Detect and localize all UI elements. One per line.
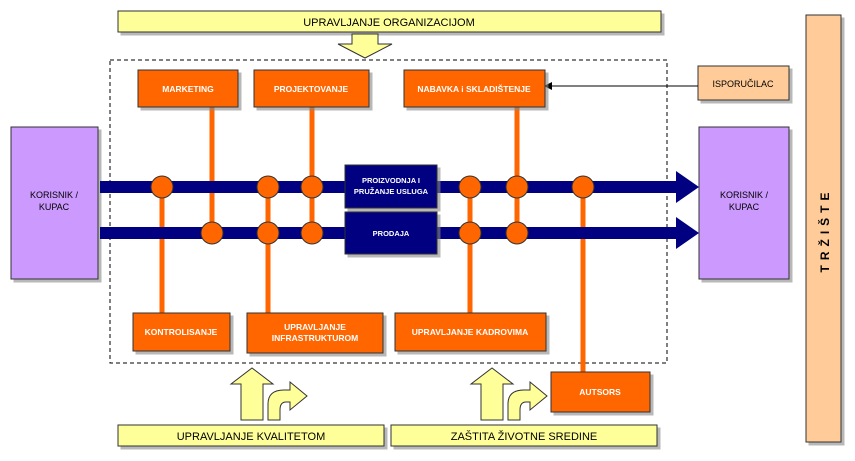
market-bar: TRŽIŠTE bbox=[805, 14, 842, 443]
outsourcing-label: AUTSORS bbox=[579, 387, 621, 397]
up-arrow-icon bbox=[469, 367, 515, 421]
customer-right-line2: KUPAC bbox=[729, 202, 760, 212]
customer-right-line1: KORISNIK / bbox=[720, 190, 769, 200]
infrastructure-box: UPRAVLJANJE INFRASTRUKTUROM bbox=[246, 312, 384, 354]
control-label: KONTROLISANJE bbox=[145, 327, 218, 337]
outsourcing-box: AUTSORS bbox=[550, 371, 651, 413]
supplier-box: ISPORUČILAC bbox=[697, 65, 790, 101]
down-arrow-icon bbox=[337, 33, 393, 59]
marketing-label: MARKETING bbox=[162, 84, 214, 94]
quality-bar: UPRAVLJANJE KVALITETOM bbox=[117, 424, 385, 447]
control-box: KONTROLISANJE bbox=[132, 312, 231, 352]
quality-label: UPRAVLJANJE KVALITETOM bbox=[177, 431, 326, 443]
customer-left: KORISNIK / KUPAC bbox=[10, 126, 99, 280]
marketing-box: MARKETING bbox=[137, 69, 239, 108]
infrastructure-line2: INFRASTRUKTUROM bbox=[272, 333, 358, 343]
sales-process-box: PRODAJA bbox=[344, 211, 438, 255]
environment-label: ZAŠTITA ŽIVOTNE SREDINE bbox=[451, 430, 597, 443]
infrastructure-line1: UPRAVLJANJE bbox=[284, 322, 346, 332]
organization-boundary bbox=[109, 59, 668, 364]
sales-label: PRODAJA bbox=[373, 229, 410, 238]
junctions bbox=[150, 175, 595, 245]
customer-left-line2: KUPAC bbox=[39, 202, 70, 212]
market-label: TRŽIŠTE bbox=[817, 188, 832, 273]
customer-left-line1: KORISNIK / bbox=[30, 190, 79, 200]
organization-management-label: UPRAVLJANJE ORGANIZACIJOM bbox=[303, 17, 475, 29]
production-line2: PRUŽANJE USLUGA bbox=[354, 187, 429, 196]
connectors bbox=[159, 106, 586, 374]
organization-management-bar: UPRAVLJANJE ORGANIZACIJOM bbox=[117, 10, 662, 33]
procurement-label: NABAVKA i SKLADIŠTENJE bbox=[417, 83, 531, 94]
supplier-label: ISPORUČILAC bbox=[712, 79, 774, 89]
curved-up-arrow-icon bbox=[267, 380, 308, 421]
production-process-box: PROIZVODNJA I PRUŽANJE USLUGA bbox=[344, 164, 438, 209]
production-line1: PROIZVODNJA I bbox=[362, 176, 420, 185]
hr-box: UPRAVLJANJE KADROVIMA bbox=[394, 312, 547, 352]
curved-up-arrow-icon bbox=[507, 380, 548, 421]
hr-label: UPRAVLJANJE KADROVIMA bbox=[412, 327, 529, 337]
design-box: PROJEKTOVANJE bbox=[253, 69, 370, 108]
customer-right: KORISNIK / KUPAC bbox=[698, 126, 790, 280]
environment-bar: ZAŠTITA ŽIVOTNE SREDINE bbox=[390, 424, 658, 447]
design-label: PROJEKTOVANJE bbox=[274, 84, 349, 94]
up-arrow-icon bbox=[229, 367, 275, 421]
procurement-box: NABAVKA i SKLADIŠTENJE bbox=[403, 69, 546, 108]
